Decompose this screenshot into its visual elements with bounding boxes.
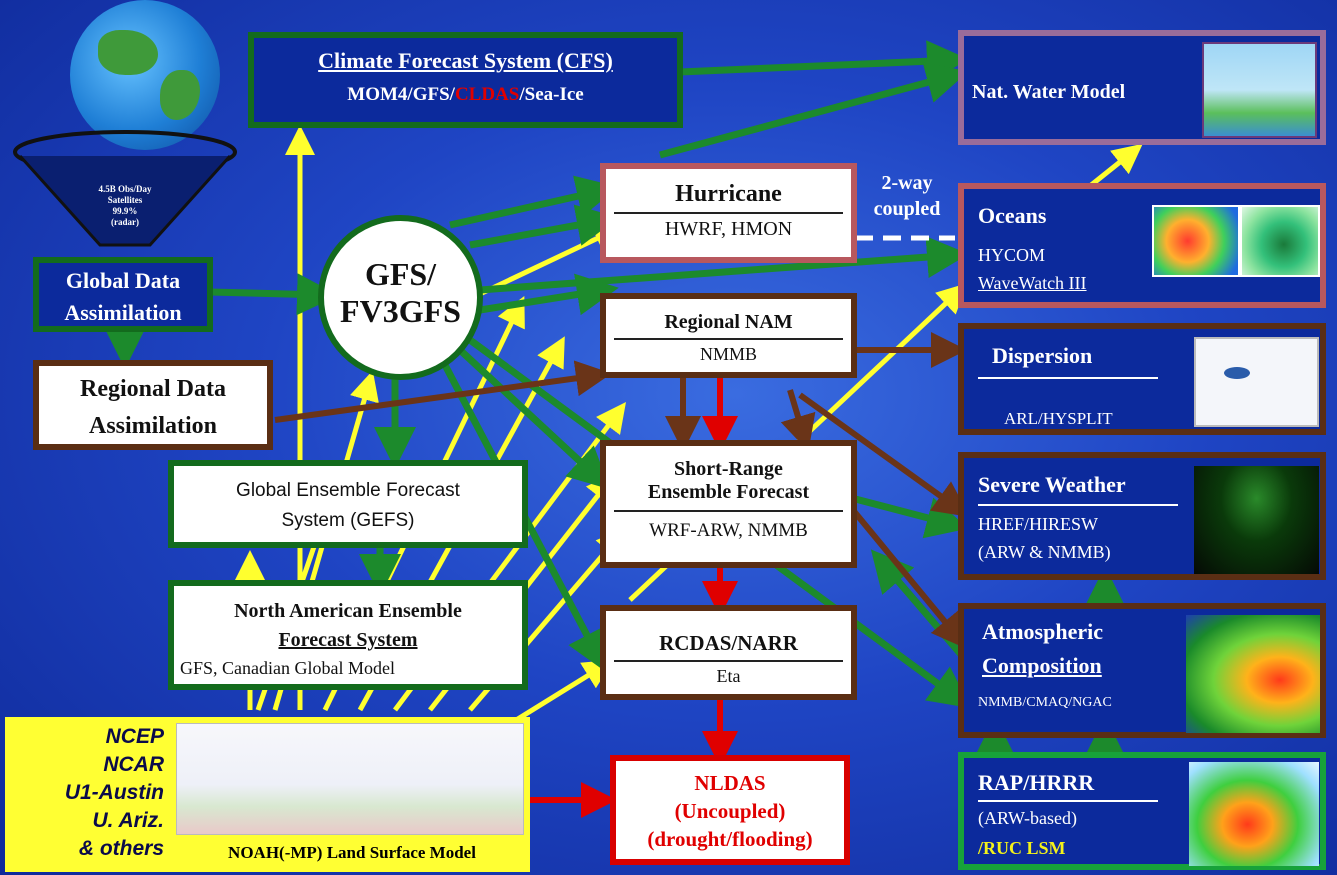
- gfs-line1: GFS/: [364, 256, 437, 292]
- dispersion-plume-map: [1194, 337, 1319, 427]
- dispersion-divider: [978, 377, 1158, 379]
- partner-ut-austin: U1-Austin: [64, 781, 164, 804]
- gfs-circle: GFS/ FV3GFS: [318, 215, 483, 380]
- partner-ncep: NCEP: [105, 725, 164, 748]
- cfs-part-cldas: CLDAS: [454, 84, 520, 105]
- gefs-line1: Global Ensemble Forecast: [236, 480, 460, 501]
- cfs-box: Climate Forecast System (CFS) MOM4/GFS/C…: [248, 32, 683, 128]
- hurricane-box: Hurricane HWRF, HMON: [600, 163, 857, 263]
- oceans-line1: HYCOM: [978, 245, 1046, 265]
- water-cycle-image: [1202, 42, 1317, 138]
- noah-lsm-box: NOAH(-MP) Land Surface Model: [170, 717, 530, 872]
- air-quality-map: [1186, 615, 1320, 733]
- cfs-part-3: /Sea-Ice: [519, 84, 584, 105]
- naefs-line1: North American Ensemble: [234, 600, 462, 622]
- rcdas-models: Eta: [716, 666, 741, 686]
- hurricane-models: HWRF, HMON: [664, 218, 793, 240]
- oceans-line2: WaveWatch III: [978, 273, 1087, 293]
- nam-divider: [614, 338, 843, 340]
- atmos-box: Atmospheric Composition NMMB/CMAQ/NGAC: [958, 603, 1326, 738]
- rap-hrrr-box: RAP/HRRR (ARW-based) /RUC LSM: [958, 752, 1326, 870]
- partner-u-ariz: U. Ariz.: [92, 809, 164, 832]
- nldas-line2: (Uncoupled): [674, 799, 786, 823]
- land-surface-model-schematic: [176, 723, 524, 835]
- dispersion-title: Dispersion: [992, 343, 1093, 368]
- ocean-temperature-map: [1152, 205, 1240, 277]
- obs-line-4: (radar): [111, 217, 139, 227]
- wave-height-map: [1240, 205, 1320, 277]
- coupled-line1: 2-way: [881, 172, 933, 194]
- naefs-models: GFS, Canadian Global Model: [180, 658, 395, 678]
- earth-globe-icon: [70, 0, 220, 150]
- cfs-title: Climate Forecast System (CFS): [318, 48, 613, 73]
- sref-models: WRF-ARW, NMMB: [649, 520, 808, 541]
- severe-line1: HREF/HIRESW: [978, 514, 1099, 534]
- rcdas-box: RCDAS/NARR Eta: [600, 605, 857, 700]
- sref-divider: [614, 510, 843, 512]
- oceans-title: Oceans: [978, 203, 1047, 228]
- nam-title: Regional NAM: [664, 311, 793, 333]
- rap-line2: /RUC LSM: [978, 838, 1066, 858]
- naefs-line2: Forecast System: [278, 629, 418, 651]
- rap-title: RAP/HRRR: [978, 770, 1095, 795]
- gefs-line2: System (GEFS): [281, 510, 415, 531]
- global-da-box: Global Data Assimilation: [33, 257, 213, 332]
- global-da-line2: Assimilation: [64, 300, 182, 325]
- obs-line-1: 4.5B Obs/Day: [98, 184, 152, 194]
- atmos-line2: Composition: [982, 653, 1102, 678]
- hurricane-title: Hurricane: [675, 181, 782, 207]
- cfs-part-1: MOM4/GFS/: [347, 84, 455, 105]
- sref-box: Short-Range Ensemble Forecast WRF-ARW, N…: [600, 440, 857, 568]
- hurricane-divider: [614, 212, 843, 214]
- nldas-line1: NLDAS: [694, 771, 766, 795]
- severe-line2: (ARW & NMMB): [978, 542, 1111, 562]
- nam-models: NMMB: [699, 344, 757, 364]
- precipitation-map: [1189, 762, 1319, 866]
- gfs-line2: FV3GFS: [340, 293, 461, 329]
- severe-weather-box: Severe Weather HREF/HIRESW (ARW & NMMB): [958, 452, 1326, 580]
- gefs-box: Global Ensemble Forecast System (GEFS): [168, 460, 528, 548]
- partner-ncar: NCAR: [103, 753, 164, 776]
- severe-title: Severe Weather: [978, 472, 1126, 497]
- cfs-components: MOM4/GFS/CLDAS/Sea-Ice: [254, 84, 677, 106]
- obs-line-2: Satellites: [107, 195, 143, 205]
- partner-others: & others: [78, 837, 164, 860]
- sref-line2: Ensemble Forecast: [647, 481, 810, 503]
- naefs-box: North American Ensemble Forecast System …: [168, 580, 528, 690]
- coupled-line2: coupled: [873, 198, 941, 220]
- rap-line1: (ARW-based): [978, 808, 1077, 828]
- atmos-line1: Atmospheric: [982, 619, 1103, 644]
- regional-da-box: Regional Data Assimilation: [33, 360, 273, 450]
- rcdas-title: RCDAS/NARR: [659, 631, 798, 655]
- coupled-label: 2-way coupled: [862, 170, 952, 222]
- oceans-box: Oceans HYCOM WaveWatch III: [958, 183, 1326, 308]
- observations-funnel: 4.5B Obs/Day Satellites 99.9% (radar): [10, 130, 240, 260]
- rap-divider: [978, 800, 1158, 802]
- rcdas-divider: [614, 660, 843, 662]
- nldas-box: NLDAS (Uncoupled) (drought/flooding): [610, 755, 850, 865]
- partners-box: NCEP NCAR U1-Austin U. Ariz. & others: [5, 717, 170, 872]
- nwm-title: Nat. Water Model: [972, 81, 1126, 103]
- regional-nam-box: Regional NAM NMMB: [600, 293, 857, 378]
- nldas-line3: (drought/flooding): [647, 827, 813, 851]
- nwm-box: Nat. Water Model: [958, 30, 1326, 145]
- atmos-models: NMMB/CMAQ/NGAC: [978, 695, 1112, 710]
- sref-line1: Short-Range: [674, 458, 783, 480]
- dispersion-box: Dispersion ARL/HYSPLIT: [958, 323, 1326, 435]
- severe-divider: [978, 504, 1178, 506]
- regional-da-line1: Regional Data: [80, 376, 226, 402]
- noah-title: NOAH(-MP) Land Surface Model: [228, 843, 476, 862]
- dispersion-models: ARL/HYSPLIT: [1004, 409, 1113, 428]
- radar-reflectivity-image: [1194, 466, 1319, 574]
- obs-line-3: 99.9%: [112, 206, 138, 216]
- regional-da-line2: Assimilation: [88, 413, 217, 439]
- global-da-line1: Global Data: [65, 268, 181, 293]
